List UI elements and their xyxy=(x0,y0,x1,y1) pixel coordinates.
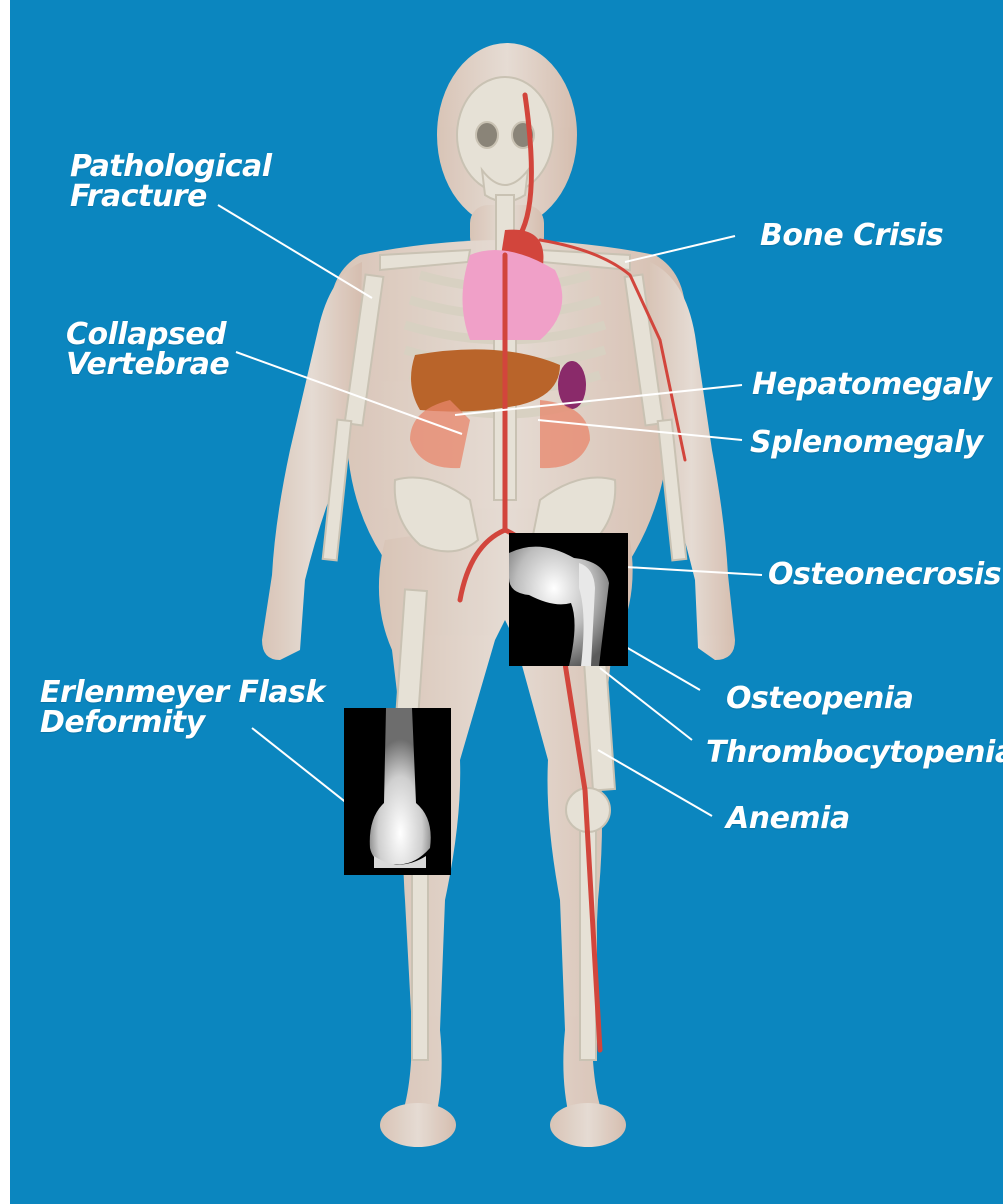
label-osteonecrosis: Osteonecrosis xyxy=(768,560,1001,590)
label-bone-crisis: Bone Crisis xyxy=(760,221,943,251)
label-osteopenia: Osteopenia xyxy=(726,684,913,714)
knee-xray-inset xyxy=(344,708,451,875)
femur-xray-inset xyxy=(509,533,628,666)
label-pathological-fracture: Pathological Fracture xyxy=(70,152,272,212)
label-splenomegaly: Splenomegaly xyxy=(750,428,983,458)
label-hepatomegaly: Hepatomegaly xyxy=(752,370,991,400)
label-thrombocytopenia: Thrombocytopenia xyxy=(706,738,1003,768)
label-collapsed-vertebrae: Collapsed Vertebrae xyxy=(66,320,229,380)
label-erlenmeyer-flask-deformity: Erlenmeyer Flask Deformity xyxy=(40,678,325,738)
label-anemia: Anemia xyxy=(726,804,850,834)
